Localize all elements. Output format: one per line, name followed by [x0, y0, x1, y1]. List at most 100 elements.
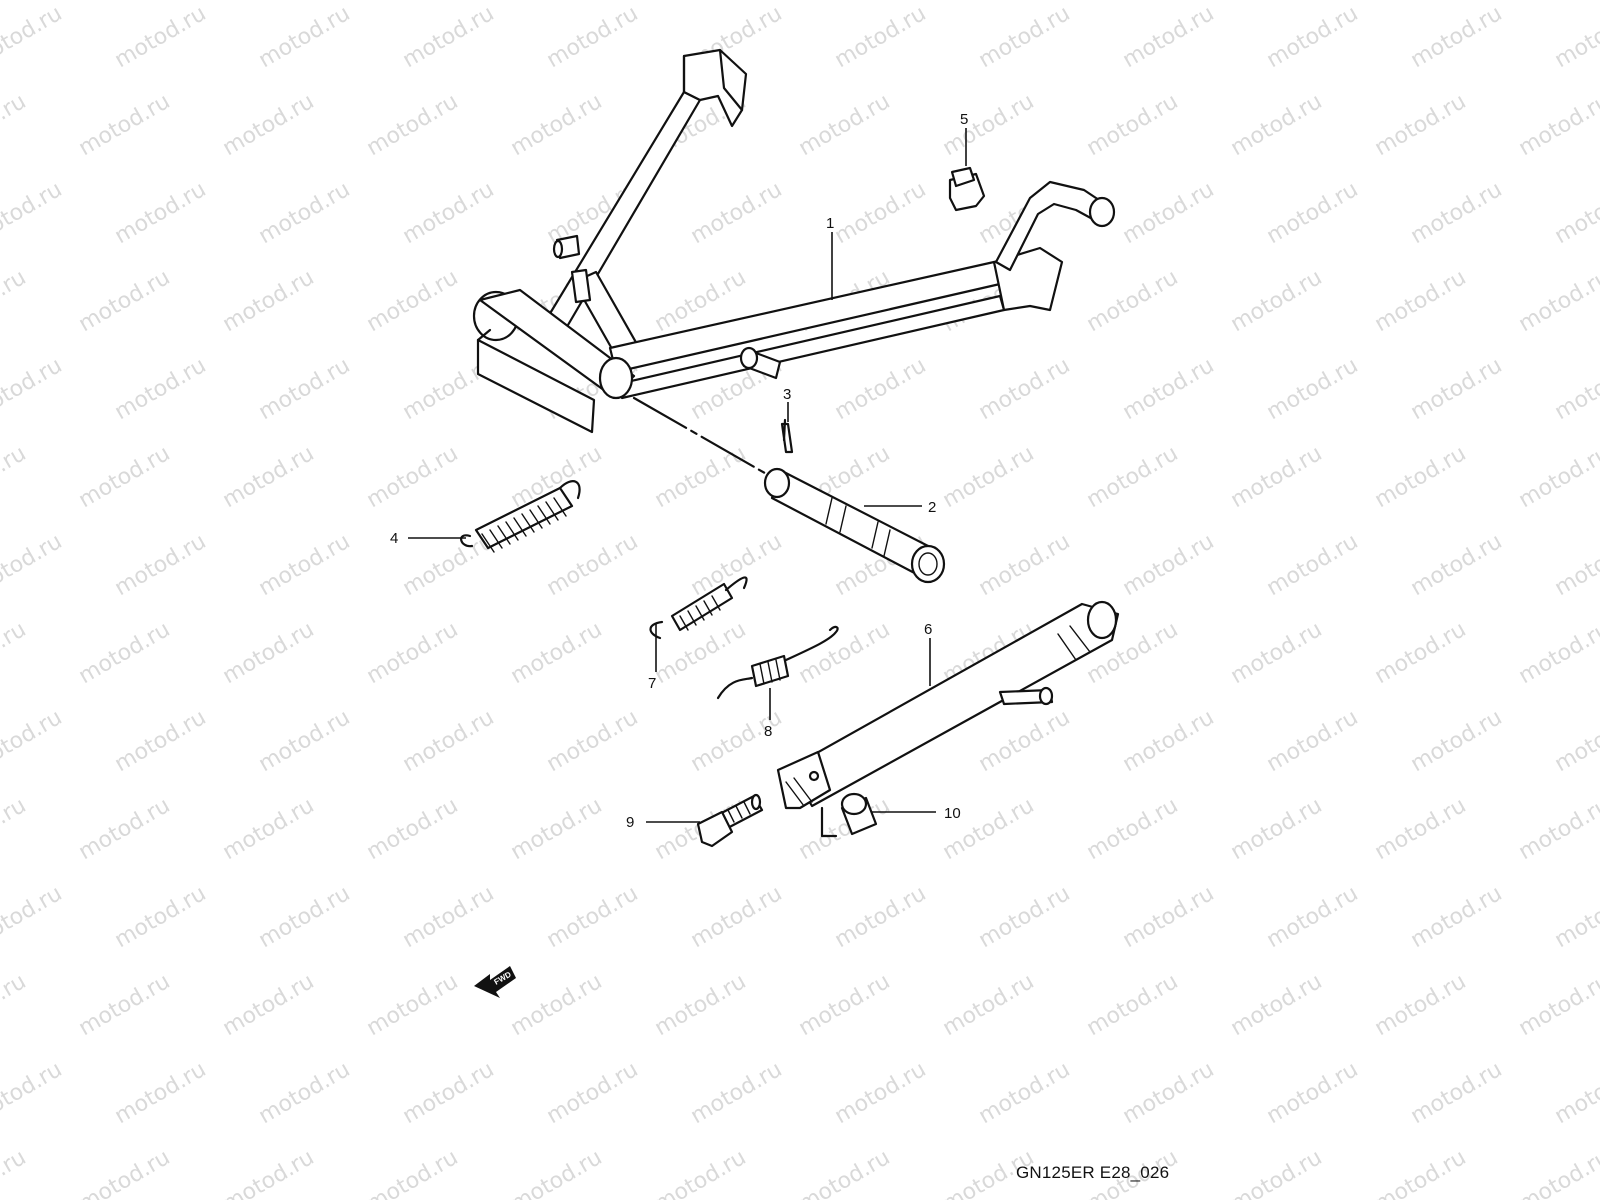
- watermark-text: motod.ru: [651, 617, 751, 689]
- watermark-text: motod.ru: [255, 1, 355, 73]
- watermark-text: motod.ru: [795, 89, 895, 161]
- watermark-text: motod.ru: [543, 1, 643, 73]
- watermark-text: motod.ru: [651, 969, 751, 1041]
- watermark-text: motod.ru: [363, 441, 463, 513]
- watermark-text: motod.ru: [111, 529, 211, 601]
- watermark-text: motod.ru: [975, 1, 1075, 73]
- callout-6: 6: [924, 621, 932, 638]
- watermark-text: motod.ru: [1083, 441, 1183, 513]
- watermark-text: motod.ru: [1263, 353, 1363, 425]
- watermark-text: motod.ru: [1515, 441, 1600, 513]
- watermark-text: motod.ru: [0, 1145, 30, 1200]
- watermark-text: motod.ru: [75, 793, 175, 865]
- watermark-text: motod.ru: [1515, 617, 1600, 689]
- watermark-text: motod.ru: [507, 793, 607, 865]
- watermark-text: motod.ru: [1227, 1145, 1327, 1200]
- watermark-text: motod.ru: [363, 265, 463, 337]
- watermark-text: motod.ru: [111, 705, 211, 777]
- watermark-text: motod.ru: [1263, 881, 1363, 953]
- spring-small-a-part: [649, 576, 748, 640]
- watermark-text: motod.ru: [219, 617, 319, 689]
- watermark-text: motod.ru: [219, 793, 319, 865]
- watermark-text: motod.ru: [795, 969, 895, 1041]
- callout-10: 10: [944, 805, 961, 822]
- watermark-text: motod.ru: [1515, 265, 1600, 337]
- watermark-text: motod.ru: [255, 353, 355, 425]
- watermark-text: motod.ru: [687, 705, 787, 777]
- watermark-text: motod.ru: [1227, 441, 1327, 513]
- watermark-text: motod.ru: [939, 969, 1039, 1041]
- watermark-text: motod.ru: [975, 705, 1075, 777]
- watermark-text: motod.ru: [1119, 177, 1219, 249]
- watermark-text: motod.ru: [0, 265, 30, 337]
- watermark-text: motod.ru: [111, 177, 211, 249]
- watermark-text: motod.ru: [687, 881, 787, 953]
- watermark-text: motod.ru: [75, 1145, 175, 1200]
- bolt-part: [696, 793, 764, 848]
- watermark-text: motod.ru: [0, 353, 66, 425]
- spring-large-part: [460, 480, 581, 553]
- watermark-text: motod.ru: [507, 969, 607, 1041]
- watermark-text: motod.ru: [543, 705, 643, 777]
- watermark-text: motod.ru: [1263, 705, 1363, 777]
- side-stand-part: [776, 600, 1120, 810]
- watermark-text: motod.ru: [1119, 529, 1219, 601]
- watermark-text: motod.ru: [543, 1057, 643, 1129]
- watermark-text: motod.ru: [75, 265, 175, 337]
- callout-9: 9: [626, 814, 634, 831]
- watermark-text: motod.ru: [75, 969, 175, 1041]
- watermark-text: motod.ru: [1407, 177, 1507, 249]
- drawing-code: GN125ER E28_026: [1016, 1163, 1170, 1182]
- watermark-text: motod.ru: [1407, 1057, 1507, 1129]
- watermark-text: motod.ru: [1083, 265, 1183, 337]
- callout-7: 7: [648, 675, 656, 692]
- watermark-text: motod.ru: [687, 177, 787, 249]
- watermark-text: motod.ru: [363, 89, 463, 161]
- watermark-text: motod.ru: [399, 881, 499, 953]
- watermark-text: motod.ru: [363, 1145, 463, 1200]
- watermark-text: motod.ru: [975, 353, 1075, 425]
- watermark-text: motod.ru: [0, 1, 66, 73]
- watermark-text: motod.ru: [1551, 705, 1600, 777]
- watermark-text: motod.ru: [1515, 89, 1600, 161]
- watermark-text: motod.ru: [0, 617, 30, 689]
- watermark-text: motod.ru: [1551, 1, 1600, 73]
- watermark-text: motod.ru: [219, 265, 319, 337]
- watermark-text: motod.ru: [1227, 265, 1327, 337]
- watermark-text: motod.ru: [1227, 89, 1327, 161]
- leader-lines: [408, 128, 967, 823]
- watermark-text: motod.ru: [363, 969, 463, 1041]
- watermark-text: motod.ru: [507, 617, 607, 689]
- watermark-text: motod.ru: [687, 1057, 787, 1129]
- watermark-text: motod.ru: [1263, 529, 1363, 601]
- watermark-text: motod.ru: [975, 1057, 1075, 1129]
- watermark-text: motod.ru: [1119, 705, 1219, 777]
- watermark-text: motod.ru: [363, 617, 463, 689]
- watermark-text: motod.ru: [255, 881, 355, 953]
- watermark-text: motod.ru: [1371, 617, 1471, 689]
- callout-4: 4: [390, 530, 398, 547]
- watermark-text: motod.ru: [831, 881, 931, 953]
- watermark-text: motod.ru: [219, 441, 319, 513]
- watermark-text: motod.ru: [1551, 353, 1600, 425]
- watermark-text: motod.ru: [975, 881, 1075, 953]
- watermark-text: motod.ru: [219, 969, 319, 1041]
- watermark-text: motod.ru: [1407, 1, 1507, 73]
- watermark-text: motod.ru: [0, 969, 30, 1041]
- watermark-text: motod.ru: [1371, 969, 1471, 1041]
- watermark-text: motod.ru: [1515, 1145, 1600, 1200]
- cotter-pin-part: [780, 418, 794, 454]
- watermark-text: motod.ru: [1551, 1057, 1600, 1129]
- watermark-text: motod.ru: [1407, 705, 1507, 777]
- watermark-text: motod.ru: [1119, 1, 1219, 73]
- watermark-text: motod.ru: [1263, 177, 1363, 249]
- callout-1: 1: [826, 215, 834, 232]
- watermark-text: motod.ru: [0, 89, 30, 161]
- main-stand-part: [472, 48, 1116, 478]
- watermark-text: motod.ru: [831, 1, 931, 73]
- watermark-text: motod.ru: [687, 529, 787, 601]
- watermark-text: motod.ru: [399, 705, 499, 777]
- watermark-text: motod.ru: [651, 1145, 751, 1200]
